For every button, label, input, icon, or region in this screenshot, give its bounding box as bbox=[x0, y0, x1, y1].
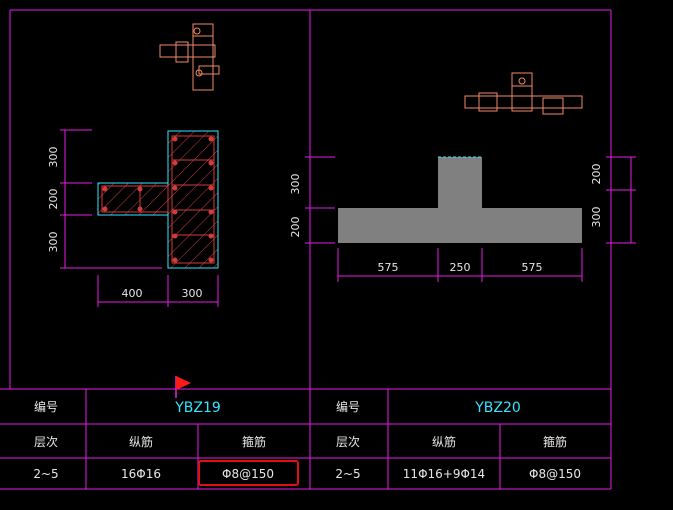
dimension-lines-left bbox=[60, 129, 219, 307]
dim-right-h1: 575 bbox=[378, 261, 399, 274]
dim-right-h2: 250 bbox=[450, 261, 471, 274]
rebar-detail-right bbox=[464, 72, 583, 115]
right-long-value[interactable]: 11Φ16+9Φ14 bbox=[403, 467, 485, 481]
right-long-label: 纵筋 bbox=[432, 434, 456, 449]
dimension-lines-right bbox=[305, 156, 636, 282]
dim-right-vr2: 300 bbox=[590, 207, 603, 228]
dim-left-v3: 300 bbox=[47, 232, 60, 253]
left-floor-value[interactable]: 2~5 bbox=[33, 467, 58, 481]
column-section-ybz20 bbox=[338, 157, 582, 243]
dim-left-v1: 300 bbox=[47, 147, 60, 168]
flag-icon[interactable] bbox=[175, 376, 191, 398]
left-floor-label: 层次 bbox=[34, 435, 58, 449]
right-floor-value[interactable]: 2~5 bbox=[335, 467, 360, 481]
dim-right-vr1: 200 bbox=[590, 164, 603, 185]
stirrup-cell-highlight[interactable] bbox=[198, 460, 299, 486]
dim-right-vl2: 200 bbox=[289, 217, 302, 238]
dim-right-h3: 575 bbox=[522, 261, 543, 274]
left-id-label: 编号 bbox=[34, 399, 58, 414]
right-stirrup-label: 箍筋 bbox=[543, 434, 567, 449]
dim-left-h2: 300 bbox=[182, 287, 203, 300]
right-stirrup-value[interactable]: Φ8@150 bbox=[529, 467, 581, 481]
dim-right-vl1: 300 bbox=[289, 174, 302, 195]
left-id-value[interactable]: YBZ19 bbox=[174, 400, 221, 416]
right-id-value[interactable]: YBZ20 bbox=[474, 400, 521, 416]
column-section-ybz19 bbox=[97, 130, 219, 269]
rebar-detail-left bbox=[159, 23, 220, 91]
right-floor-label: 层次 bbox=[336, 435, 360, 449]
left-stirrup-label: 箍筋 bbox=[242, 434, 266, 449]
dim-left-h1: 400 bbox=[122, 287, 143, 300]
left-long-value[interactable]: 16Φ16 bbox=[121, 467, 161, 481]
drawing-frame bbox=[0, 9, 612, 490]
dim-left-v2: 200 bbox=[47, 189, 60, 210]
left-long-label: 纵筋 bbox=[129, 434, 153, 449]
right-id-label: 编号 bbox=[336, 399, 360, 414]
left-stirrup-value[interactable]: Φ8@150 bbox=[222, 467, 274, 481]
